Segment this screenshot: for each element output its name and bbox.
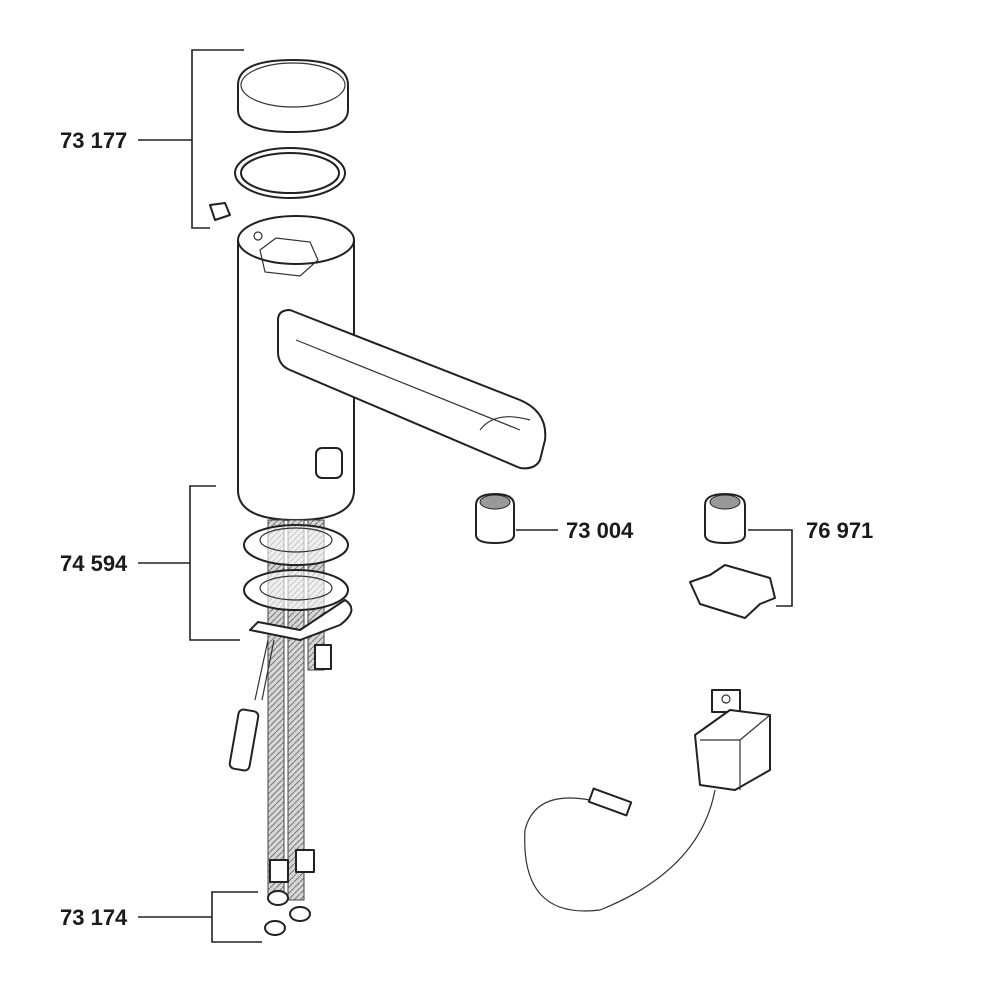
hose-connectors [269, 849, 315, 883]
small-screw [209, 202, 231, 221]
aerator-73004 [475, 493, 515, 544]
aerator-key [689, 564, 776, 619]
filters [264, 890, 311, 936]
faucet-body [237, 215, 547, 521]
o-ring [234, 147, 346, 199]
label-73-174: 73 174 [60, 905, 128, 930]
label-76-971: 76 971 [806, 518, 873, 543]
leader-lines [138, 49, 793, 943]
power-supply-module [524, 689, 771, 912]
cover-cap [237, 59, 349, 133]
label-73-004: 73 004 [566, 518, 634, 543]
sensor-cable [228, 639, 275, 772]
mounting-washers [243, 519, 353, 901]
label-74-594: 74 594 [60, 551, 128, 576]
label-73-177: 73 177 [60, 128, 127, 153]
aerator-76971 [704, 493, 746, 544]
